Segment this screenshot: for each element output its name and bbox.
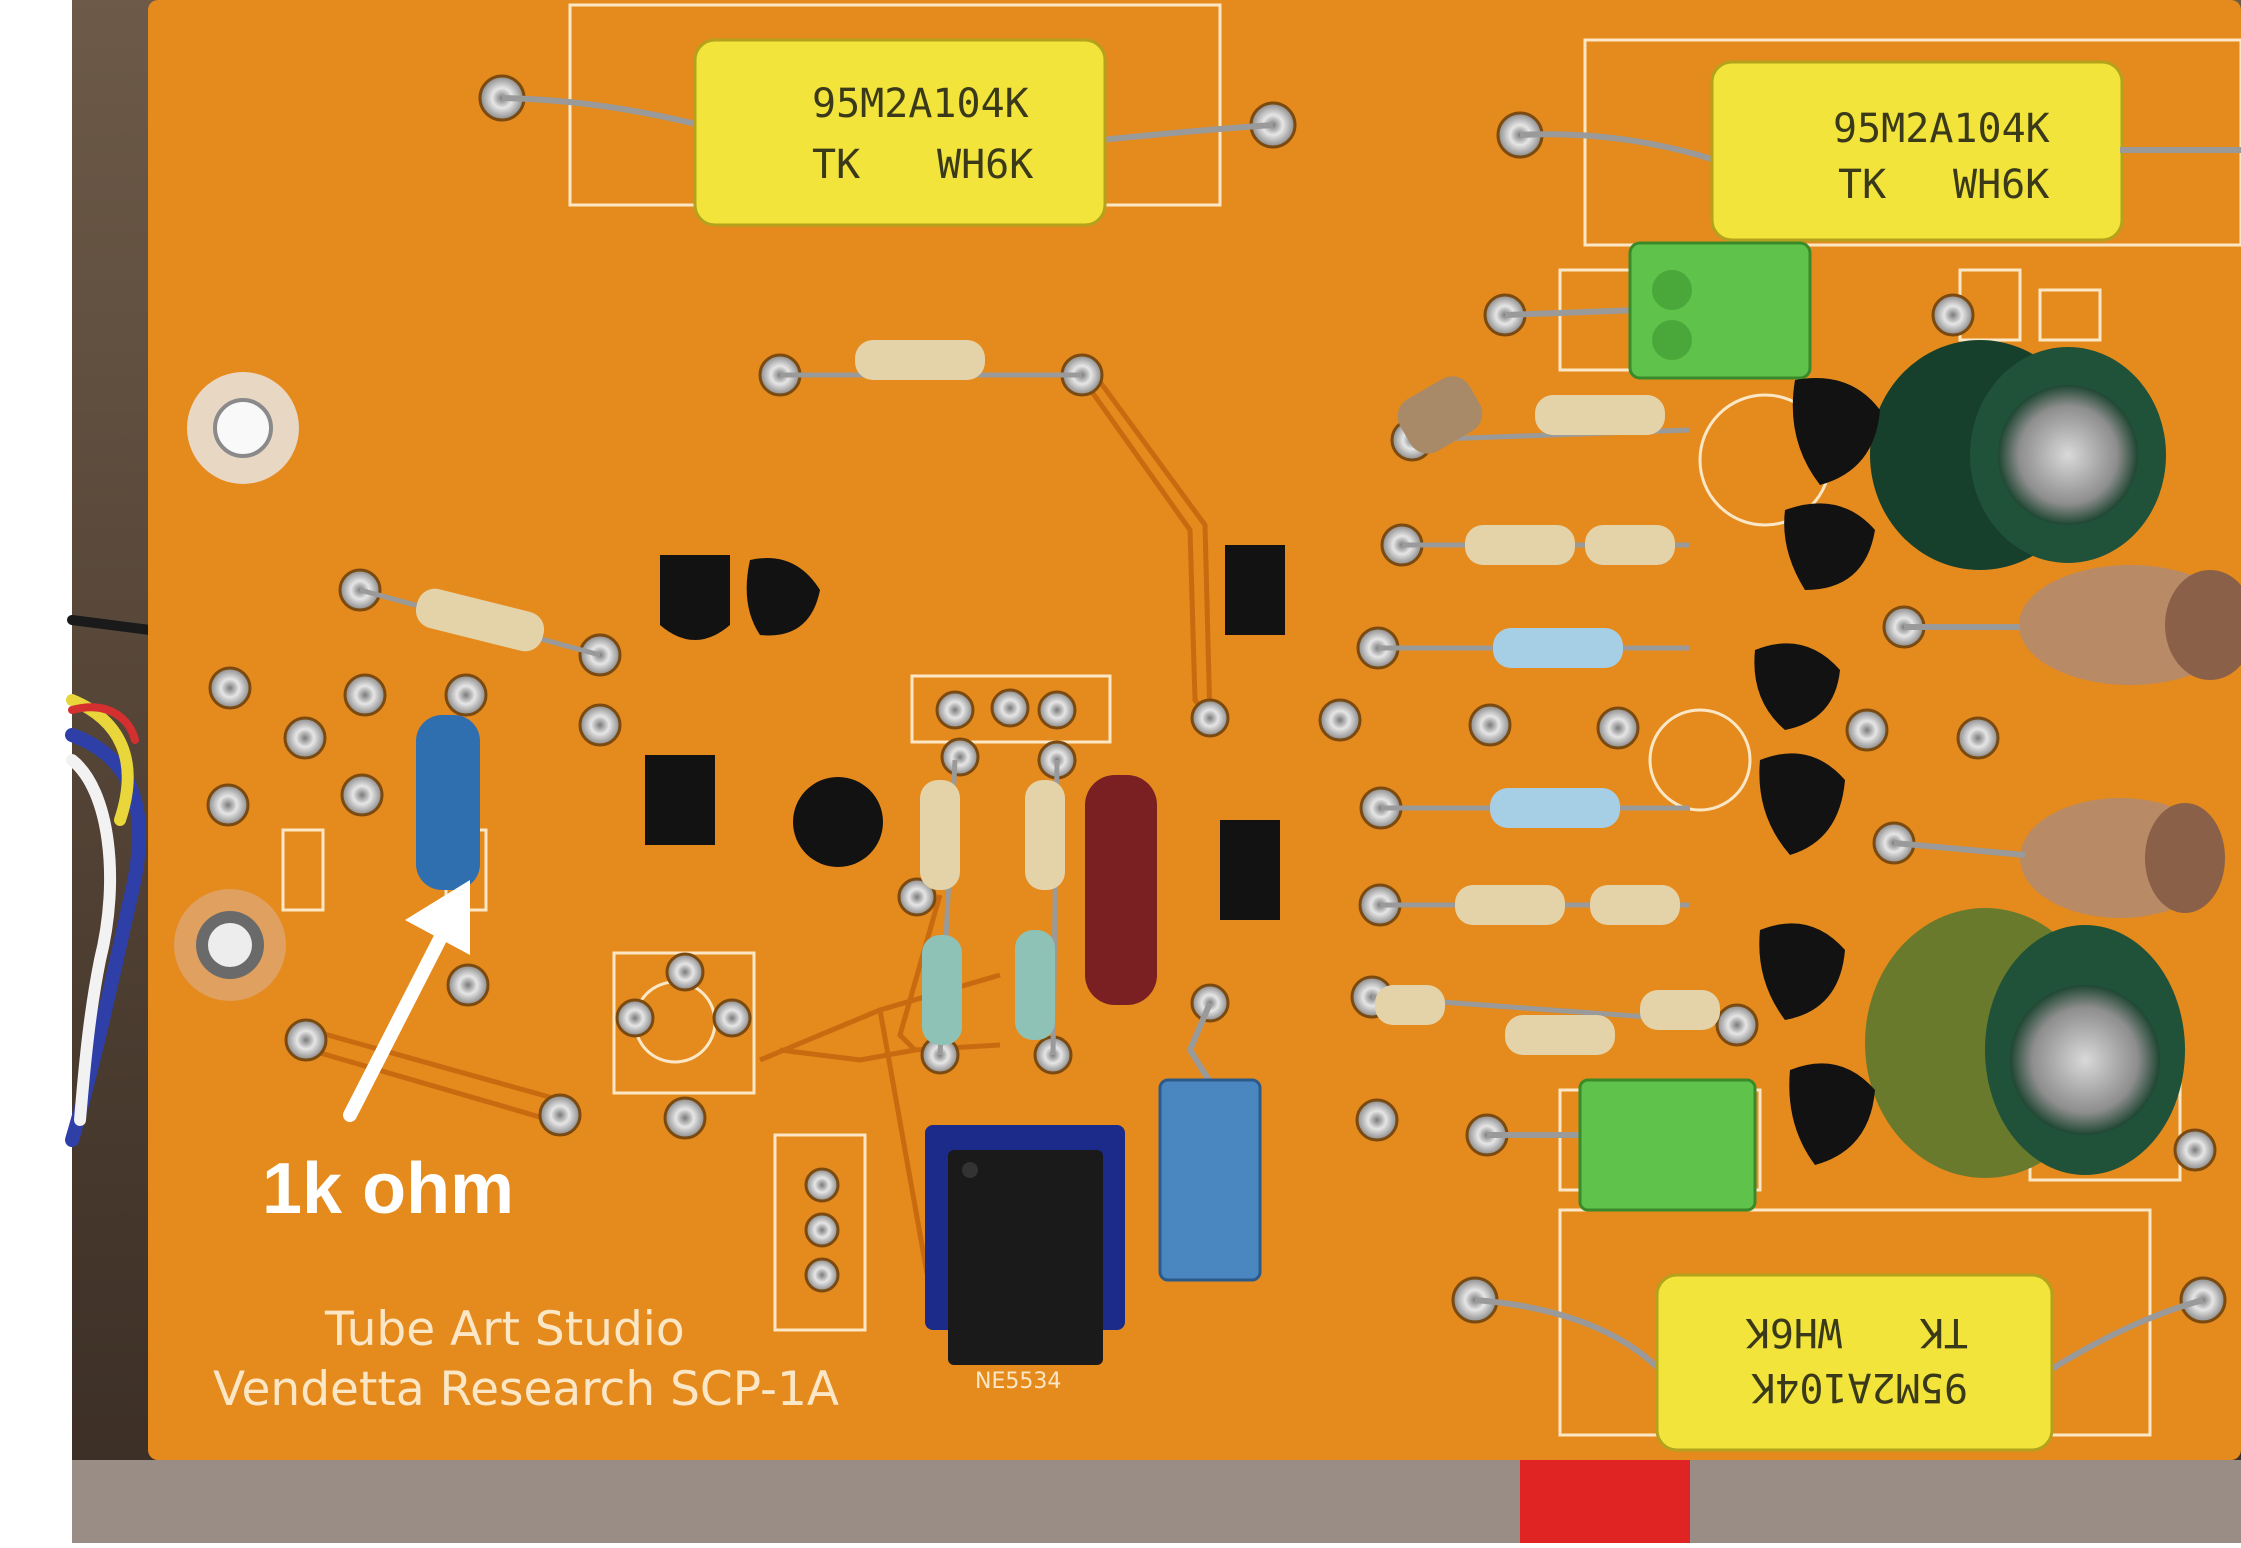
silkscreen-product-name: Vendetta Research SCP-1A	[213, 1362, 839, 1417]
silkscreen-ic-label: NE5534	[975, 1369, 1061, 1394]
resistors	[359, 340, 1720, 1056]
svg-text:95M2A104K: 95M2A104K	[812, 81, 1029, 127]
film-capacitor-1	[501, 38, 1274, 227]
input-wires	[65, 615, 155, 1147]
highlighted-resistor	[416, 715, 480, 890]
box-capacitor-green-2	[1487, 1078, 1757, 1212]
red-tab-bottom	[1520, 1455, 1690, 1543]
opamp-ic	[925, 1125, 1125, 1365]
box-capacitor-blue	[1158, 1001, 1262, 1282]
film-capacitor-3	[1474, 1273, 2204, 1452]
svg-text:TK: TK	[1838, 162, 1886, 208]
silkscreen-studio-name: Tube Art Studio	[324, 1302, 685, 1357]
electrolytic-capacitor-1	[1870, 340, 2166, 570]
transistors	[645, 378, 1880, 1165]
box-capacitor-green-1	[1504, 241, 1812, 380]
svg-text:TK: TK	[1920, 1309, 1968, 1355]
electrolytic-capacitor-4	[1893, 798, 2225, 918]
film-capacitor-2	[1519, 60, 2241, 242]
capacitor-marking-1: 95M2A104K TK WH6K	[812, 81, 1033, 188]
svg-text:95M2A104K: 95M2A104K	[1833, 106, 2050, 152]
svg-text:WH6K: WH6K	[1953, 162, 2049, 208]
svg-text:TK: TK	[812, 142, 860, 188]
mounting-holes	[174, 372, 299, 1001]
electrolytic-capacitor-2	[1865, 908, 2185, 1178]
svg-text:95M2A104K: 95M2A104K	[1751, 1364, 1968, 1410]
svg-text:WH6K: WH6K	[937, 142, 1033, 188]
capacitor-marking-3: 95M2A104K TK WH6K	[1746, 1309, 1968, 1410]
solder-pads	[206, 74, 2227, 1324]
annotation-arrow	[343, 880, 470, 1122]
svg-text:WH6K: WH6K	[1746, 1309, 1842, 1355]
electrolytic-capacitor-3	[1904, 565, 2241, 685]
capacitor-marking-2: 95M2A104K TK WH6K	[1833, 106, 2050, 208]
annotation-label: 1k ohm	[262, 1149, 515, 1229]
left-margin	[0, 0, 72, 1543]
